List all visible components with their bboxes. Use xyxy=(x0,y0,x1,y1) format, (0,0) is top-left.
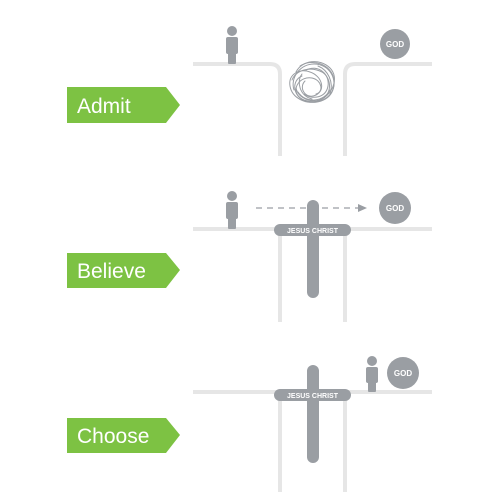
cross-icon: JESUS CHRIST xyxy=(274,200,351,298)
person-icon xyxy=(366,356,378,392)
road-right xyxy=(343,62,432,156)
believe-diagram: GOD JESUS CHRIST Believe xyxy=(67,191,432,322)
step-tag-believe xyxy=(67,253,180,288)
sin-scribble-icon xyxy=(289,61,335,103)
bridge-label: JESUS CHRIST xyxy=(287,228,339,235)
panel-believe: GOD JESUS CHRIST Believe xyxy=(0,165,500,335)
step-tag-choose xyxy=(67,418,180,453)
admit-diagram: GOD SIN xyxy=(193,26,432,156)
road-left xyxy=(193,62,282,156)
panel-choose: JESUS CHRIST GOD Choose xyxy=(0,335,500,500)
sin-label: SIN xyxy=(306,83,320,92)
god-label: GOD xyxy=(386,40,404,49)
person-icon xyxy=(226,191,238,229)
god-label: GOD xyxy=(386,204,404,213)
panel-admit: GOD SIN Admit xyxy=(0,0,500,165)
person-icon xyxy=(226,26,238,64)
god-circle: GOD xyxy=(379,192,411,224)
god-circle: GOD xyxy=(380,29,410,59)
bridge-label: JESUS CHRIST xyxy=(287,393,339,400)
step-label-believe: Believe xyxy=(77,260,146,283)
god-circle: GOD xyxy=(387,357,419,389)
god-label: GOD xyxy=(394,369,412,378)
step-label-choose: Choose xyxy=(77,425,149,448)
choose-diagram: JESUS CHRIST GOD Choose xyxy=(67,356,432,492)
arrow-head-icon xyxy=(358,204,367,212)
cross-icon: JESUS CHRIST xyxy=(274,365,351,463)
